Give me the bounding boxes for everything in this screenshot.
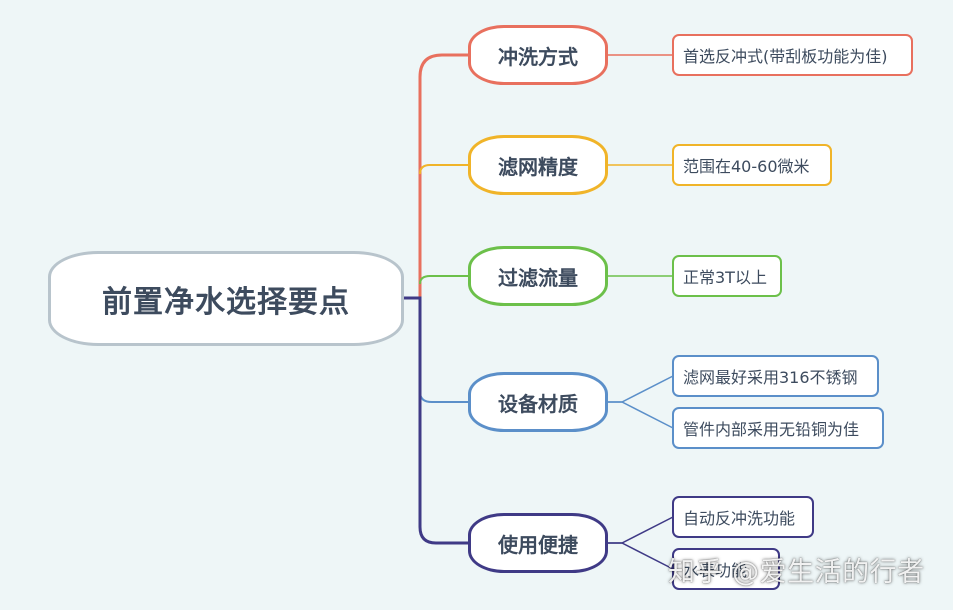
- leaf-node-water-meter[interactable]: 水表功能: [672, 548, 780, 590]
- leaf-node-material-mesh[interactable]: 滤网最好采用316不锈钢: [672, 355, 879, 397]
- root-node[interactable]: 前置净水选择要点: [48, 251, 404, 346]
- leaf-connector-5b: [608, 542, 674, 570]
- branch-node-convenience[interactable]: 使用便捷: [468, 513, 608, 573]
- branch-node-flushing[interactable]: 冲洗方式: [468, 25, 608, 85]
- watermark: 知乎 @爱生活的行者: [668, 557, 925, 588]
- branch-node-filter-precision[interactable]: 滤网精度: [468, 135, 608, 195]
- trunk-segment-2: [419, 164, 470, 175]
- leaf-node-auto-backwash[interactable]: 自动反冲洗功能: [672, 496, 814, 538]
- trunk-segment-5: [404, 296, 470, 545]
- branch-node-material[interactable]: 设备材质: [468, 372, 608, 432]
- leaf-node-flow-rate[interactable]: 正常3T以上: [672, 255, 782, 297]
- leaf-node-material-pipe[interactable]: 管件内部采用无铅铜为佳: [672, 407, 884, 449]
- trunk-segment-1: [404, 53, 470, 300]
- branch-node-flow-rate[interactable]: 过滤流量: [468, 246, 608, 306]
- leaf-node-flushing[interactable]: 首选反冲式(带刮板功能为佳): [672, 34, 913, 76]
- leaf-connector-4a: [608, 375, 674, 403]
- leaf-connector-5a: [608, 516, 674, 544]
- leaf-node-filter-precision[interactable]: 范围在40-60微米: [672, 144, 832, 186]
- trunk-segment-3: [419, 275, 470, 285]
- leaf-connector-4b: [608, 401, 674, 429]
- trunk-segment-4: [404, 297, 470, 403]
